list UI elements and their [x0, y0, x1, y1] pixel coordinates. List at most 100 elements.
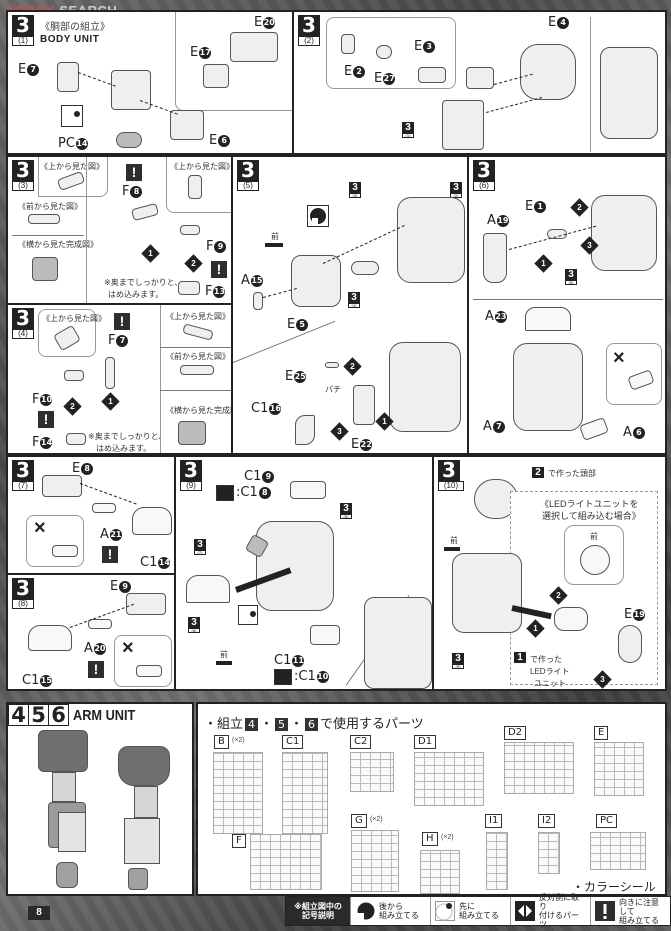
section-title-en: BODY UNIT	[40, 34, 100, 45]
divider	[160, 347, 231, 348]
legend-text-line1: 後から	[379, 902, 403, 911]
part-A20-wrong	[136, 665, 162, 677]
part-F10	[64, 370, 84, 381]
part-E8	[42, 475, 82, 497]
legend-text-line2: 組み立てる	[379, 911, 419, 920]
step-marker-text: 2	[350, 362, 355, 371]
step-number: 3	[12, 308, 34, 329]
part-E3	[418, 67, 446, 83]
assemble-first-icon	[435, 901, 455, 921]
ref-step-3-4: 3(4)	[348, 292, 360, 308]
step-marker-1: 1	[526, 619, 545, 638]
assembly-line	[322, 225, 405, 264]
part-C1-16	[295, 415, 315, 445]
wrong-orientation-callout	[26, 515, 84, 567]
step-number: 3	[180, 460, 202, 481]
part-E9	[126, 593, 166, 615]
step-number: 3	[12, 15, 34, 36]
part-label-E19: E19	[624, 607, 646, 622]
arm-shoulder-right	[118, 746, 170, 786]
step-marker-text: 1	[382, 417, 387, 426]
step-marker-text: 2	[191, 259, 196, 268]
step-sub: (10)	[438, 481, 464, 491]
arm-unit-title: ARM UNIT	[73, 706, 136, 724]
wrong-x-icon: ×	[122, 637, 134, 659]
part-C1-9	[290, 481, 326, 499]
parts-heading-suffix: で使用するパーツ	[320, 717, 424, 732]
part-torso	[111, 70, 151, 110]
part-E4	[520, 44, 576, 100]
step-sub: (7)	[12, 481, 34, 491]
part-A20	[88, 619, 112, 629]
part-C1-11	[310, 625, 340, 645]
divider	[160, 390, 231, 391]
arm-upper-left	[52, 772, 76, 802]
part-front-view	[28, 214, 60, 224]
front-direction-arrow	[265, 243, 283, 247]
part-label-E25: E25	[285, 369, 307, 384]
ref-sub: (7)	[194, 550, 206, 555]
runner-label-C1: C1	[282, 735, 304, 749]
step-number: 3	[12, 578, 34, 599]
arm-upper-right	[134, 786, 158, 818]
runner-label-H: H	[422, 832, 438, 846]
part-E19	[618, 625, 642, 663]
view-label-side: 《横から見た完成図》	[166, 406, 231, 415]
part-E7	[57, 62, 79, 92]
legend-text-line2: 組み立てる	[619, 915, 659, 925]
caution-icon: !	[102, 546, 118, 563]
runner-label-D2: D2	[504, 726, 527, 740]
runner-C2	[350, 752, 394, 792]
legend-item-assemble-later: 後から組み立てる	[350, 897, 430, 925]
part-PC14	[116, 132, 142, 148]
led-option-line1: 《LEDライトユニットを	[540, 499, 639, 509]
part-label-F10: F10	[32, 392, 53, 407]
view-label-top: 《上から見た図》	[40, 162, 104, 171]
runner-D1	[414, 752, 484, 806]
ref-num: 3	[188, 617, 200, 628]
legend-heading-line2: 記号説明	[302, 911, 334, 920]
ref-num: 3	[565, 269, 577, 280]
step-sub: (3)	[12, 181, 34, 191]
part-F7	[105, 357, 115, 389]
ref-step-3-7: 3(7)	[194, 539, 206, 555]
front-label: 前	[450, 536, 458, 545]
part-E6	[170, 110, 204, 140]
part-label-C1-11: C111	[274, 653, 305, 668]
step-marker-1: 1	[375, 412, 394, 431]
step-marker-text: 1	[533, 624, 538, 633]
legend-item-caution: 向きに注意して組み立てる	[590, 897, 670, 925]
runner-I2	[538, 832, 560, 874]
divider	[86, 157, 87, 303]
part-top-view-2	[182, 323, 214, 341]
part-label-A23: A23	[485, 309, 507, 324]
step-number: 3	[12, 160, 34, 181]
part-E27	[376, 45, 392, 59]
part-label-C1-16: C116	[251, 401, 282, 416]
divider	[12, 235, 84, 236]
runner-H	[420, 850, 460, 894]
runner-count-G: (×2)	[370, 816, 383, 823]
part-A15	[253, 292, 263, 310]
step-marker-1: 1	[101, 392, 120, 411]
ref-sub: (3)	[349, 193, 361, 198]
assembly-line	[79, 483, 137, 505]
part-label-PC14: PC14	[58, 136, 88, 151]
front-label: 前	[220, 650, 228, 659]
runner-C1	[282, 752, 328, 834]
part-C1-15	[28, 625, 72, 651]
part-torso-final	[513, 343, 583, 431]
part-E25	[325, 362, 339, 368]
front-direction-arrow	[216, 661, 232, 665]
led-option-line2: 選択して組み込む場合》	[542, 511, 641, 521]
step-3-10-panel: 3 (10) 2 で作った頭部 《LEDライトユニットを 選択して組み込む場合》…	[432, 455, 667, 691]
